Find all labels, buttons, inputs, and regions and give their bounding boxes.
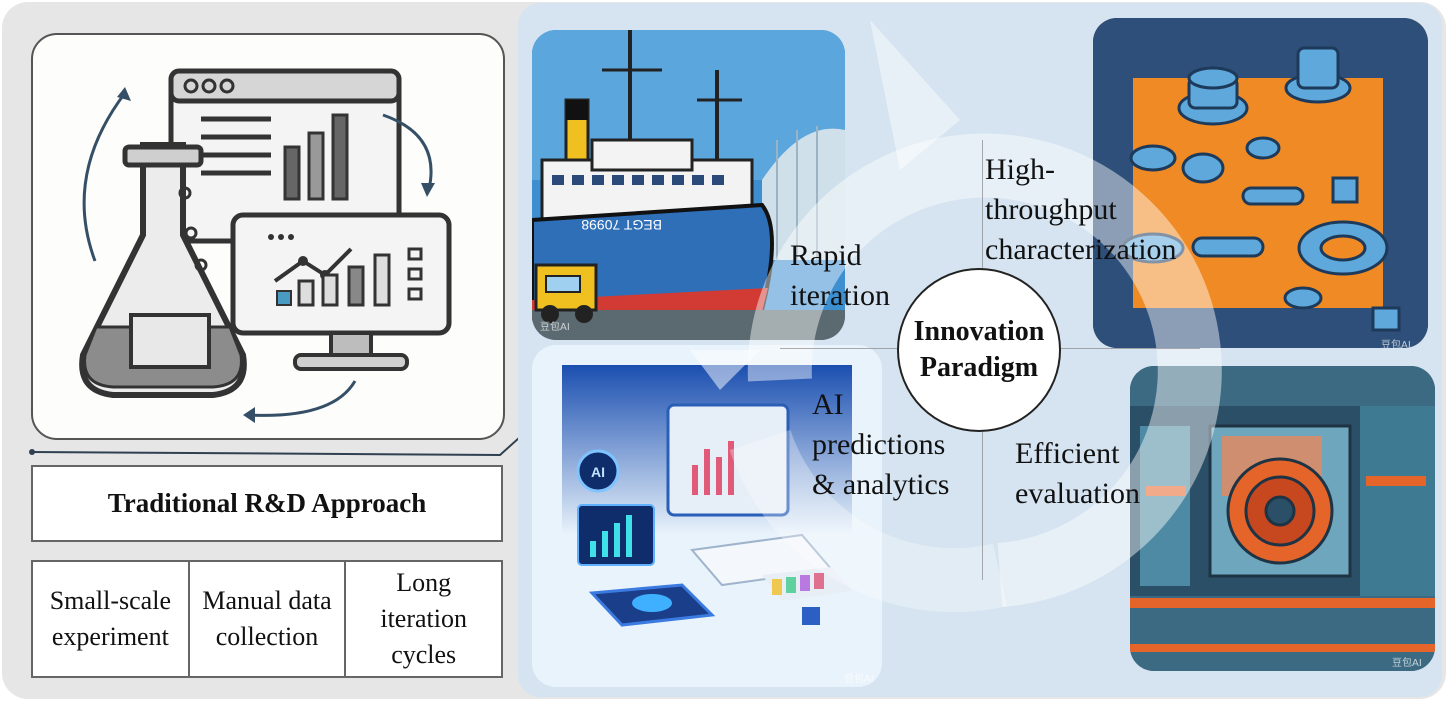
cell-manual-data-collection: Manual data collection — [190, 562, 347, 676]
traditional-illustration-card — [31, 33, 505, 440]
cell-long-iteration-cycles: Long iteration cycles — [380, 568, 467, 669]
cell-small-scale-experiment: Small-scale experiment — [33, 562, 190, 676]
label-ai-predictions: AI predictions & analytics — [812, 388, 950, 501]
label-high-throughput: High- throughput characterization — [985, 153, 1177, 266]
label-efficient-evaluation: Efficient evaluation — [1015, 437, 1140, 510]
parts-watermark: 豆包AI — [1381, 340, 1411, 348]
ai-watermark: 豆包AI — [844, 674, 874, 685]
traditional-approach-title: Traditional R&D Approach — [31, 465, 503, 542]
label-rapid-iteration: Rapid iteration — [790, 239, 890, 312]
ship-illustration: BEGT 70998 豆包AI — [532, 30, 845, 340]
traditional-characteristics-table: Small-scale experiment Manual data colle… — [31, 560, 503, 678]
ship-hull-number: BEGT 70998 — [581, 217, 662, 233]
ai-computer-illustration: AI 豆包AI — [532, 345, 882, 687]
innovation-paradigm-center: Innovation Paradigm — [897, 268, 1061, 432]
machine-watermark: 豆包AI — [1392, 658, 1422, 669]
ai-chip-label: AI — [591, 464, 605, 480]
mechanical-parts-illustration: 豆包AI — [1093, 18, 1428, 348]
machine-illustration: 豆包AI — [1130, 366, 1435, 671]
lab-computer-illustration — [79, 68, 452, 423]
ship-watermark: 豆包AI — [540, 322, 570, 333]
